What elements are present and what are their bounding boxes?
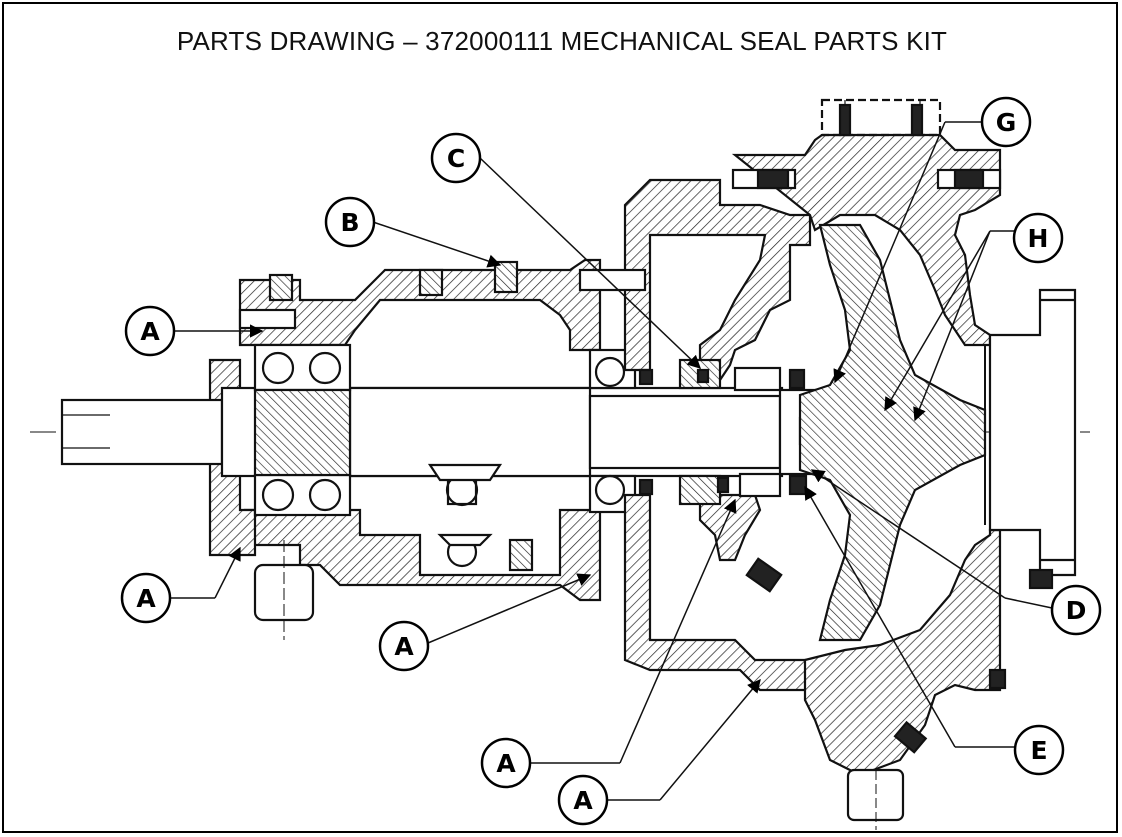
callout-A-1: A — [124, 305, 176, 357]
svg-text:C: C — [447, 144, 465, 173]
bearing-inboard — [588, 348, 637, 514]
svg-text:H: H — [1028, 224, 1049, 253]
callouts: A B C A A A A G — [120, 96, 1102, 826]
casing-bolts — [238, 103, 1054, 754]
bearing-outboard — [253, 343, 352, 517]
callout-A-5: A — [557, 774, 609, 826]
svg-text:A: A — [573, 786, 593, 815]
impeller — [798, 223, 987, 642]
leader-lines — [170, 121, 1053, 801]
volute-casing — [731, 133, 1002, 347]
callout-D: D — [1050, 584, 1102, 636]
svg-text:B: B — [340, 208, 359, 237]
svg-text:A: A — [394, 632, 414, 661]
callout-B: B — [324, 196, 376, 248]
suction-flange — [988, 288, 1077, 577]
svg-text:D: D — [1066, 596, 1087, 625]
svg-text:A: A — [136, 584, 156, 613]
callout-H: H — [1012, 212, 1064, 264]
bearing-housing-lower — [243, 508, 602, 602]
coupling-shaft — [60, 398, 224, 466]
callout-A-4: A — [480, 737, 532, 789]
svg-text:A: A — [140, 317, 160, 346]
callout-A-2: A — [120, 572, 172, 624]
callout-G: G — [980, 96, 1032, 148]
callout-A-3: A — [378, 620, 430, 672]
volute-casing-lower — [803, 528, 1002, 777]
pump-assembly — [30, 98, 1090, 830]
svg-text:G: G — [996, 108, 1017, 137]
callout-C: C — [430, 132, 482, 184]
svg-text:A: A — [496, 749, 516, 778]
svg-text:E: E — [1030, 736, 1047, 765]
callout-E: E — [1013, 724, 1065, 776]
page-title: PARTS DRAWING – 372000111 MECHANICAL SEA… — [176, 26, 948, 56]
frame-adapter — [623, 178, 812, 382]
